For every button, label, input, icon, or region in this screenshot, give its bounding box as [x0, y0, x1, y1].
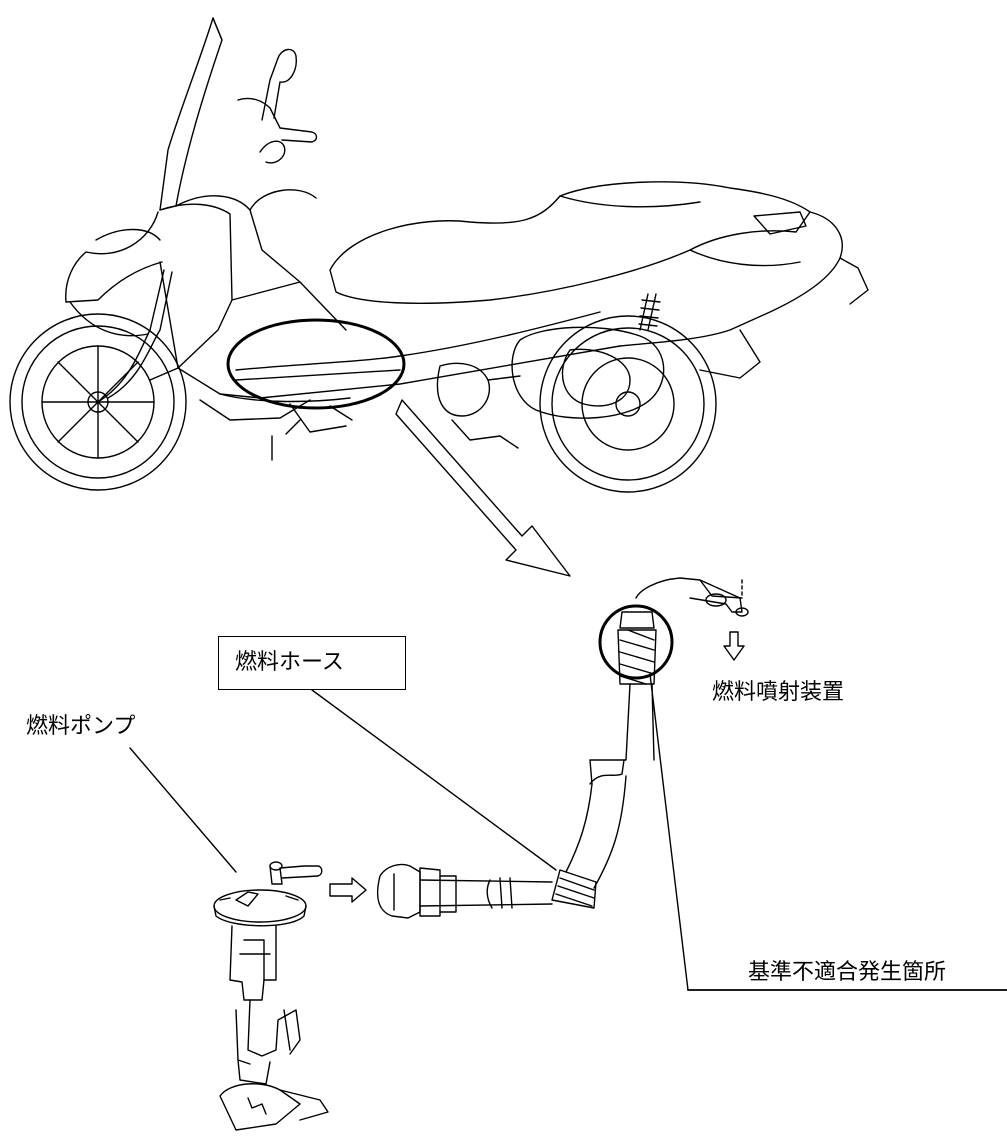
mirror — [261, 48, 297, 121]
defect-location-label: 基準不適合発生箇所 — [748, 960, 947, 985]
cvt-case — [511, 326, 665, 419]
flow-arrow — [329, 877, 367, 903]
front-cowl — [65, 211, 163, 303]
fuel-injector-label: 燃料噴射装置 — [712, 680, 845, 705]
pump-body — [229, 925, 277, 1001]
scooter-drawing — [9, 17, 869, 493]
rear-body — [619, 211, 843, 347]
hose-braid-lower — [551, 869, 597, 909]
quick-connector — [376, 863, 421, 919]
rear-wheel — [539, 315, 717, 493]
highlight-ellipse — [226, 318, 406, 410]
seat — [329, 181, 811, 304]
pump-strainer — [219, 1083, 301, 1131]
pump-flange — [213, 889, 307, 923]
rear-shock — [638, 293, 661, 331]
front-wheel — [9, 269, 187, 491]
defect-circle — [598, 604, 674, 680]
windscreen — [159, 17, 223, 211]
handlebar — [237, 97, 318, 143]
fuel-hose-drawing — [329, 577, 749, 919]
fuel-pump-label: 燃料ポンプ — [26, 714, 136, 739]
defect-leader — [649, 673, 689, 991]
fuel-hose-label-box: 燃料ホース — [218, 636, 406, 690]
hose-braid-upper — [617, 629, 657, 685]
fuel-pump-drawing — [213, 861, 329, 1131]
pump-leader — [129, 747, 237, 873]
hose-leader — [311, 689, 557, 871]
injector-bracket — [635, 577, 743, 613]
fuel-hose-label: 燃料ホース — [235, 650, 344, 675]
zoom-arrow — [395, 399, 571, 577]
injector-arrow — [723, 631, 745, 661]
